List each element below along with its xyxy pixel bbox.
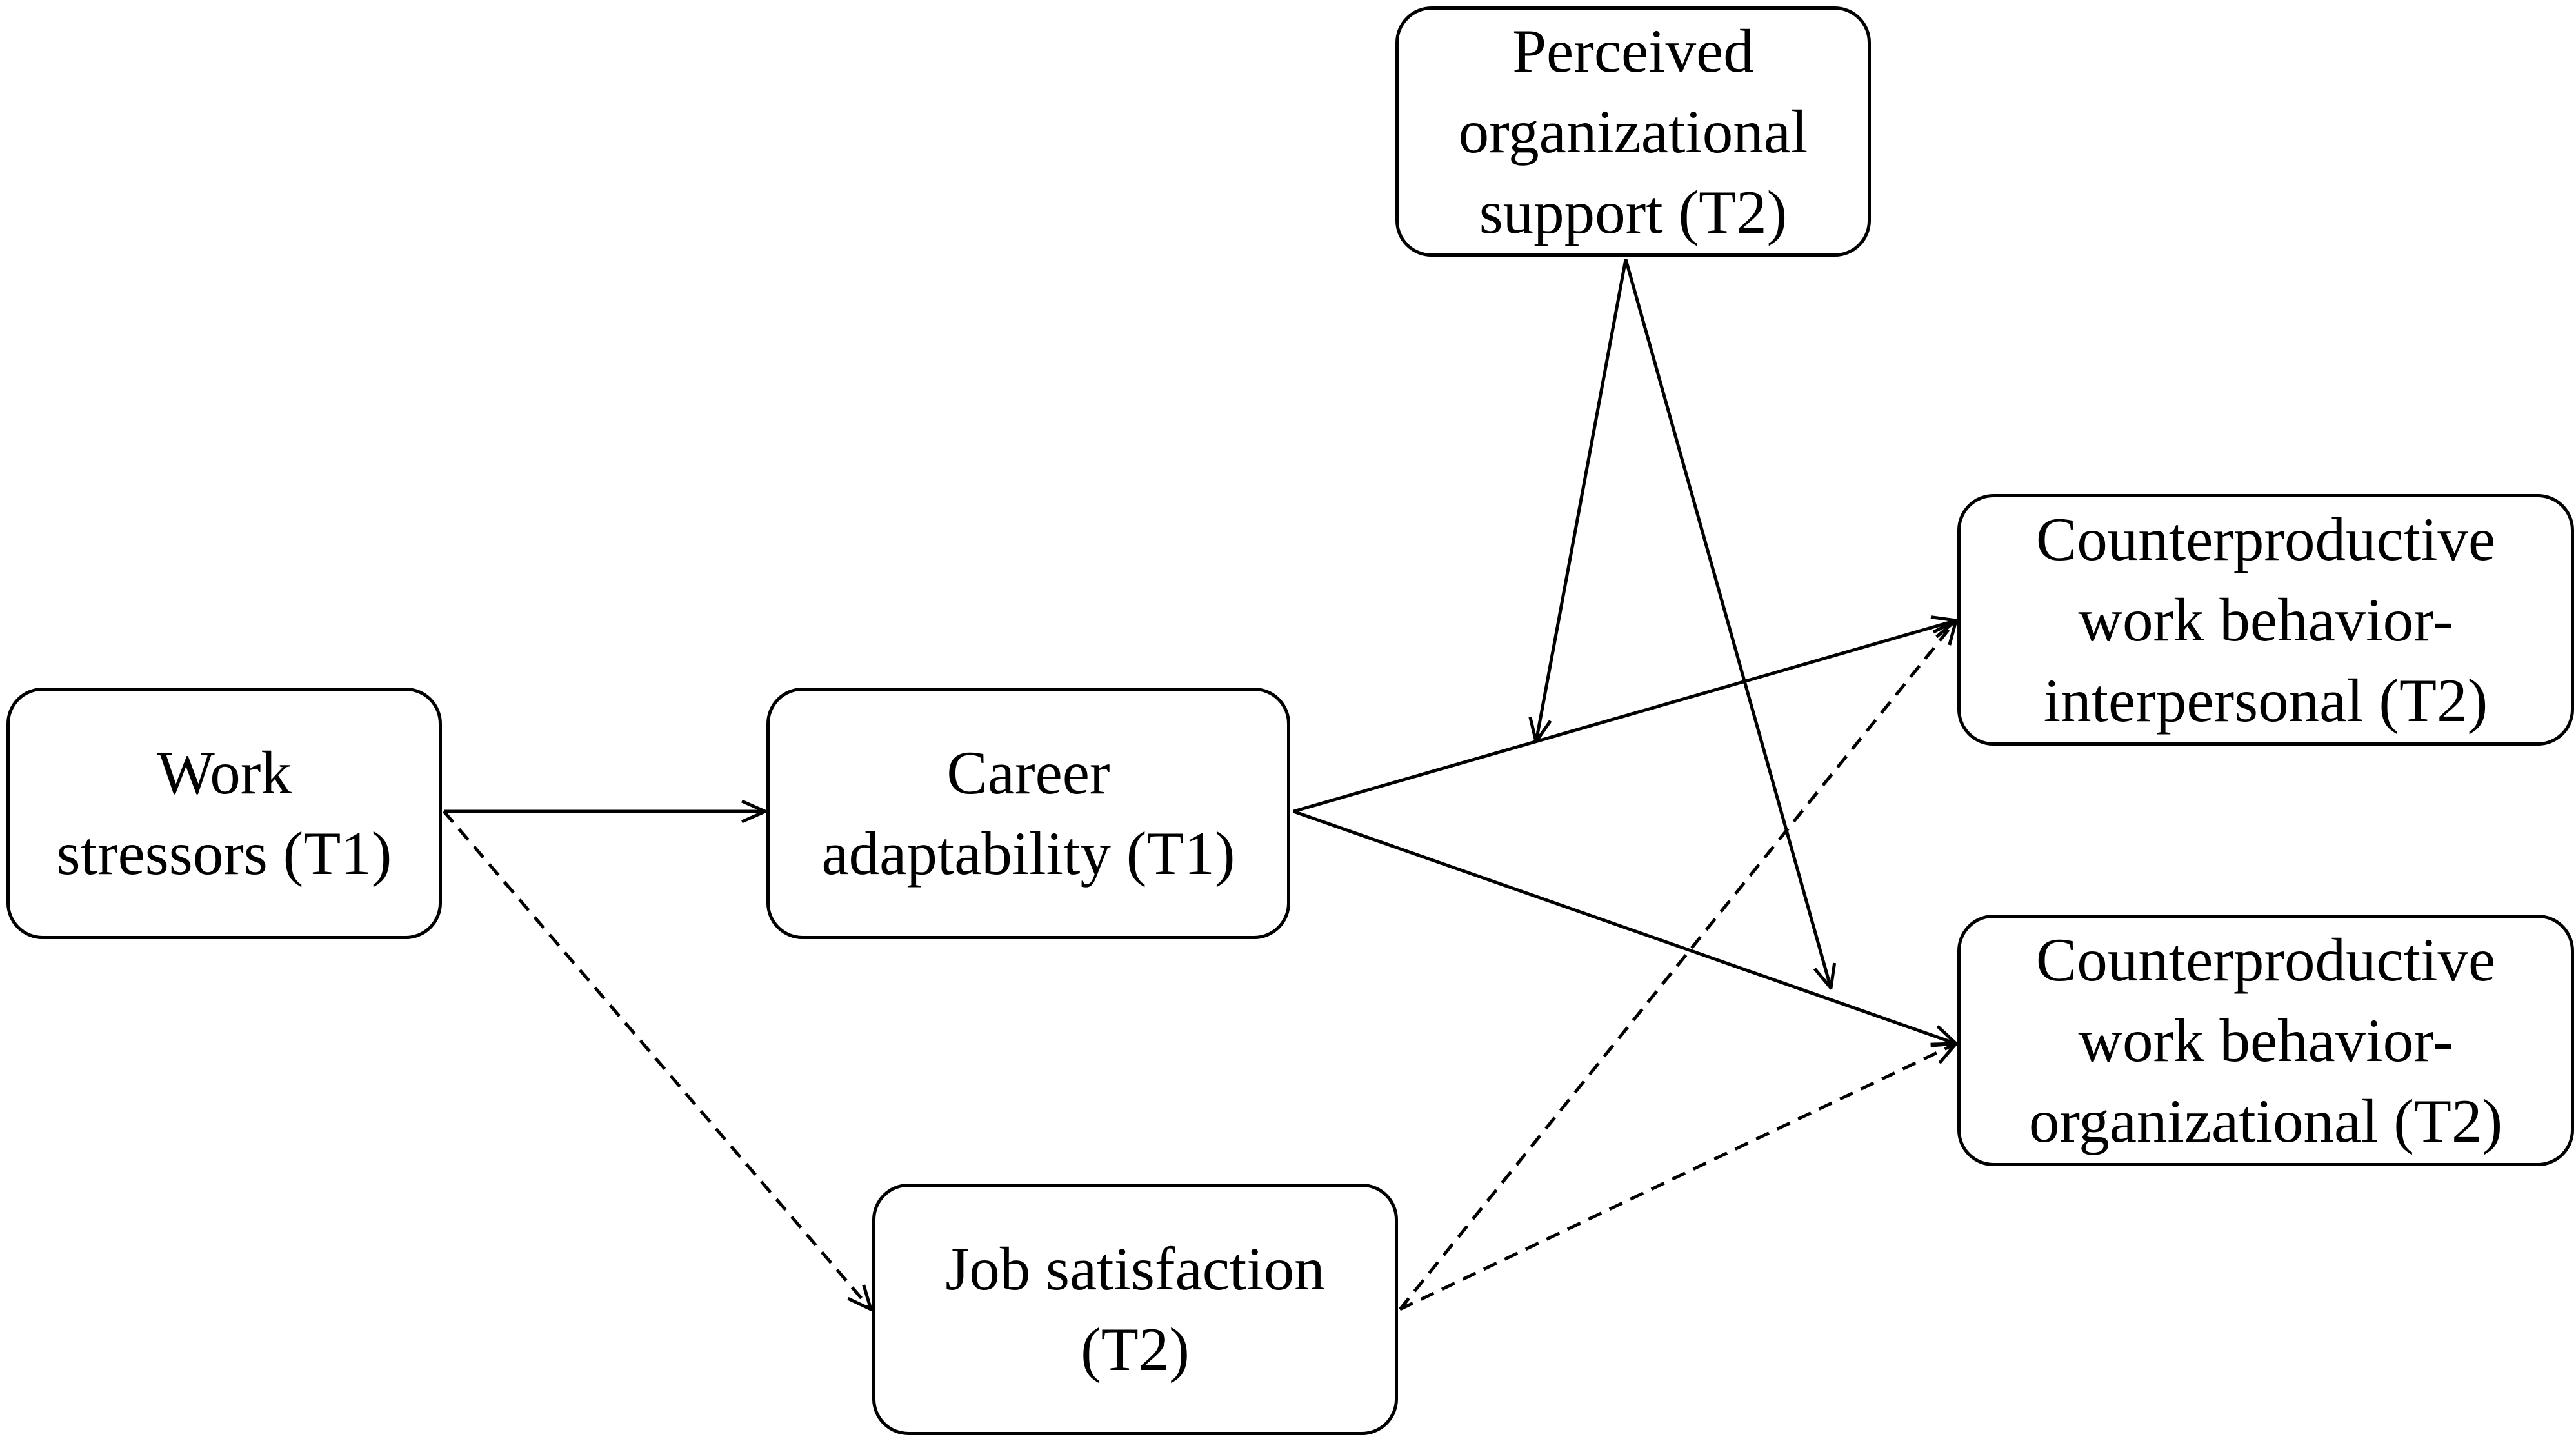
node-work-stressors-label: Work stressors (T1) (56, 739, 392, 888)
node-cwb-organizational: Counterproductive work behavior- organiz… (1957, 915, 2574, 1166)
node-cwb-interpersonal-label: Counterproductive work behavior- interpe… (2035, 504, 2496, 735)
node-work-stressors: Work stressors (T1) (6, 688, 442, 939)
node-job-satisfaction: Job satisfaction (T2) (872, 1184, 1398, 1435)
arrow-job-satisfaction-to-cwb-organizational (1399, 1044, 1956, 1311)
node-career-adaptability: Career adaptability (T1) (766, 688, 1290, 939)
node-perceived-organizational-support-label: Perceived organizational support (T2) (1458, 16, 1808, 246)
arrow-career-adaptability-to-cwb-organizational (1293, 809, 1956, 1044)
arrow-job-satisfaction-to-cwb-interpersonal (1399, 620, 1956, 1311)
arrow-work-stressors-to-job-satisfaction (443, 810, 871, 1309)
node-career-adaptability-label: Career adaptability (T1) (821, 739, 1235, 888)
arrow-pos-to-interpersonal-path (1536, 259, 1628, 742)
node-job-satisfaction-label: Job satisfaction (T2) (945, 1235, 1325, 1384)
node-cwb-interpersonal: Counterproductive work behavior- interpe… (1957, 494, 2574, 746)
node-perceived-organizational-support: Perceived organizational support (T2) (1395, 6, 1871, 257)
arrow-career-adaptability-to-cwb-interpersonal (1293, 620, 1956, 813)
node-cwb-organizational-label: Counterproductive work behavior- organiz… (2028, 925, 2503, 1155)
arrow-pos-to-organizational-path (1624, 259, 1831, 988)
